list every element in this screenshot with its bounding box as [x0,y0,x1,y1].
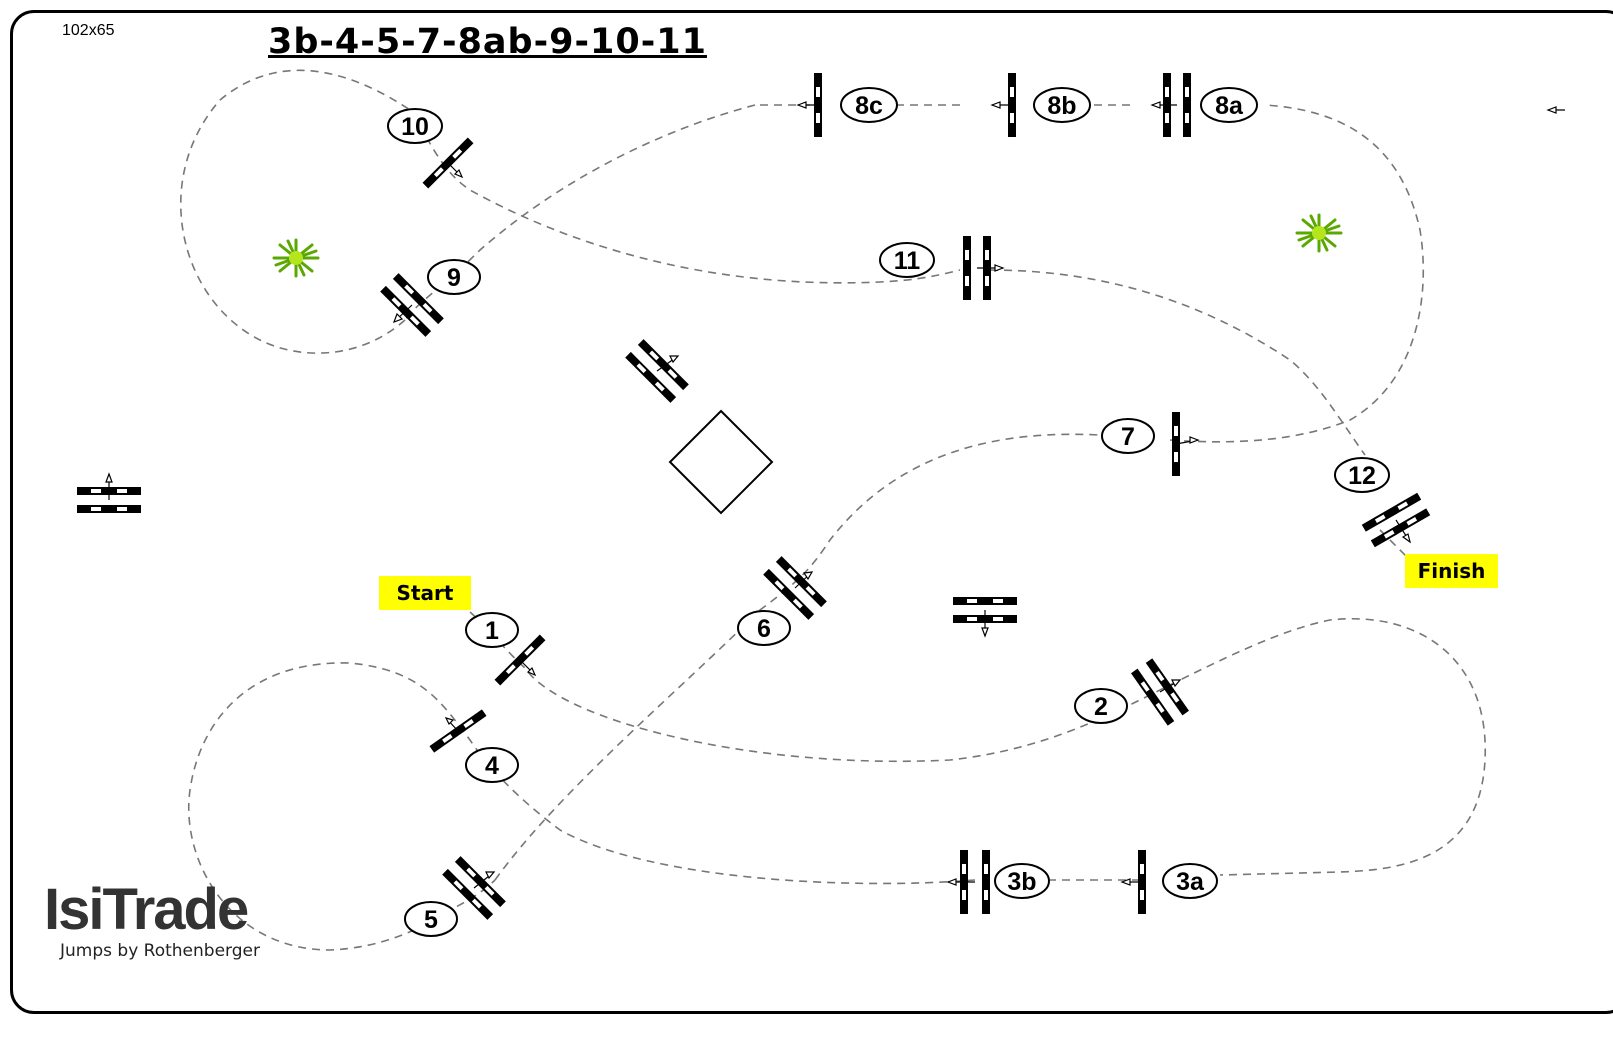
label-3b: 3b [994,863,1050,899]
svg-text:8a: 8a [1215,92,1244,120]
svg-text:8b: 8b [1047,92,1076,120]
label-4: 4 [465,747,519,783]
svg-text:2: 2 [1094,693,1108,721]
plant-decoration-left [272,238,320,278]
plant-decoration-right [1295,213,1343,253]
svg-text:8c: 8c [855,92,883,120]
course-title: 3b-4-5-7-8ab-9-10-11 [268,22,707,62]
svg-text:4: 4 [485,752,499,780]
svg-text:6: 6 [757,615,771,643]
label-1: 1 [465,612,519,648]
label-9: 9 [427,259,481,295]
course-route [179,69,1486,951]
logo-brand-name: IsiTrade [44,877,249,942]
svg-text:3a: 3a [1176,868,1205,896]
label-11: 11 [879,242,935,278]
svg-text:10: 10 [401,113,429,141]
label-12: 12 [1334,457,1390,493]
logo-tagline: Jumps by Rothenberger [60,941,260,961]
svg-text:5: 5 [424,906,438,934]
svg-text:12: 12 [1348,462,1376,490]
arena-size-label: 102x65 [62,22,115,39]
svg-text:3b: 3b [1007,868,1036,896]
label-8a: 8a [1200,87,1258,123]
label-8c: 8c [840,87,898,123]
label-10: 10 [387,108,443,144]
label-7: 7 [1101,418,1155,454]
arena-border [10,10,1613,1014]
svg-text:11: 11 [894,247,921,275]
label-3a: 3a [1162,863,1218,899]
start-marker: Start [379,576,471,610]
direction-arrows [105,101,1565,889]
label-6: 6 [737,610,791,646]
finish-marker: Finish [1405,554,1498,588]
svg-text:7: 7 [1121,423,1135,451]
obstacle-number-labels: 1 2 3a 3b 4 5 6 7 8a 8b 8c 9 10 11 12 [387,87,1390,937]
label-2: 2 [1074,688,1128,724]
diamond-obstacle [668,409,774,515]
svg-text:9: 9 [447,264,461,292]
label-8b: 8b [1033,87,1091,123]
isitrade-logo: IsiTrade Jumps by Rothenberger [44,877,264,967]
label-5: 5 [404,901,458,937]
svg-text:1: 1 [485,617,499,645]
